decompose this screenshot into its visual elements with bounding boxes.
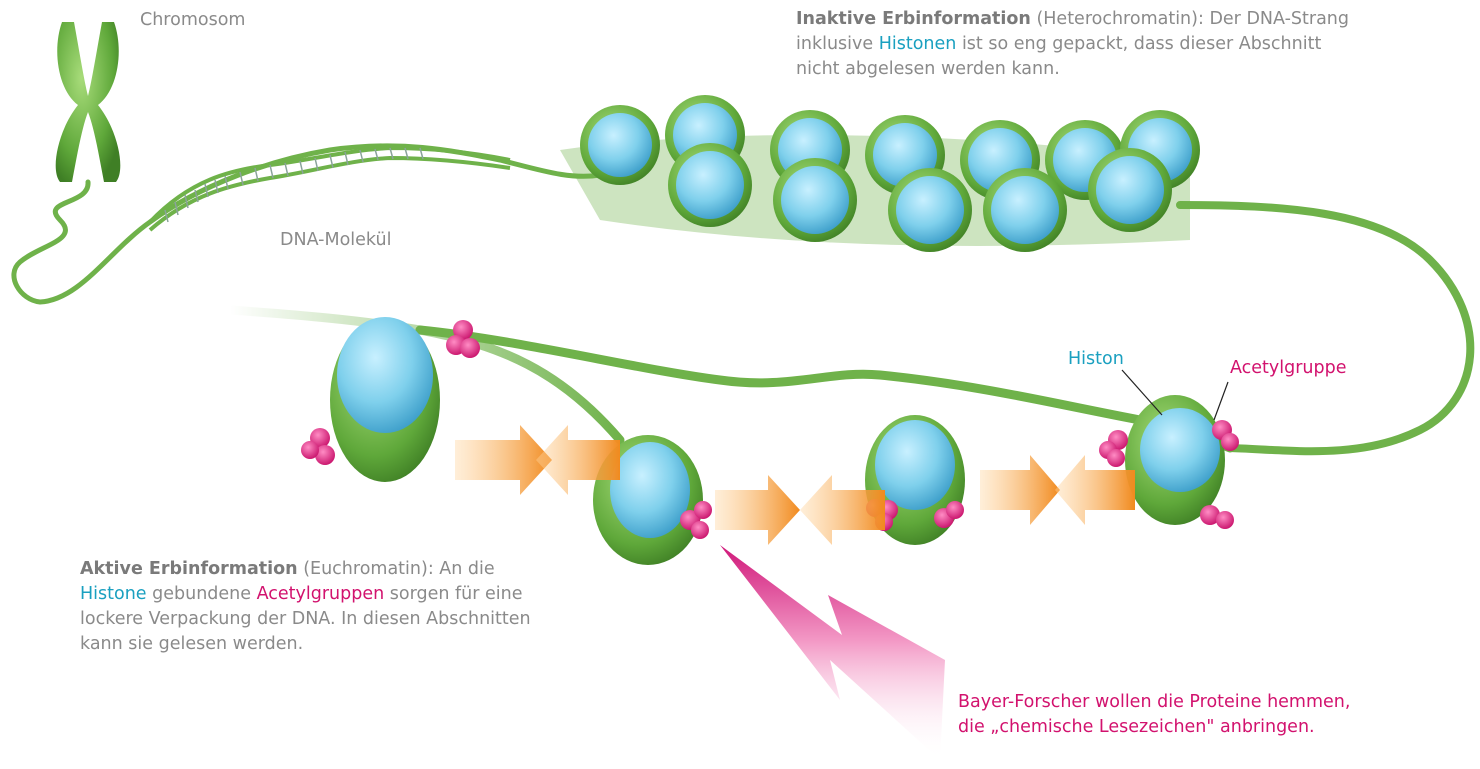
heterochromatin-cluster [560, 95, 1200, 252]
euchromatin-text-1: (Euchromatin): An die [298, 559, 495, 579]
heterochromatin-title: Inaktive Erbinformation [796, 9, 1031, 29]
heterochromatin-description: Inaktive Erbinformation (Heterochromatin… [796, 7, 1356, 82]
histones-highlight: Histonen [879, 34, 957, 54]
euchromatin-title: Aktive Erbinformation [80, 559, 298, 579]
lightning-bolt-icon [720, 545, 945, 760]
bayer-research-note: Bayer-Forscher wollen die Proteine hemme… [958, 690, 1378, 740]
dna-strand-loop [1180, 205, 1470, 451]
euchromatin-text-2: gebundene [147, 584, 257, 604]
histone-highlight: Histone [80, 584, 147, 604]
acetyl-group-label: Acetylgruppe [1230, 356, 1347, 381]
histone-label: Histon [1068, 347, 1124, 372]
acetyl-leader-line [1214, 382, 1228, 420]
chromosome-label: Chromosom [140, 8, 245, 33]
euchromatin-description: Aktive Erbinformation (Euchromatin): An … [80, 557, 550, 657]
acetyl-groups-highlight: Acetylgruppen [257, 584, 385, 604]
histon-leader-line [1122, 370, 1162, 415]
dna-molecule-label: DNA-Molekül [280, 228, 391, 253]
chromosome-icon [56, 22, 121, 182]
repel-arrows-2 [715, 475, 885, 545]
nucleosome-1 [301, 317, 480, 482]
